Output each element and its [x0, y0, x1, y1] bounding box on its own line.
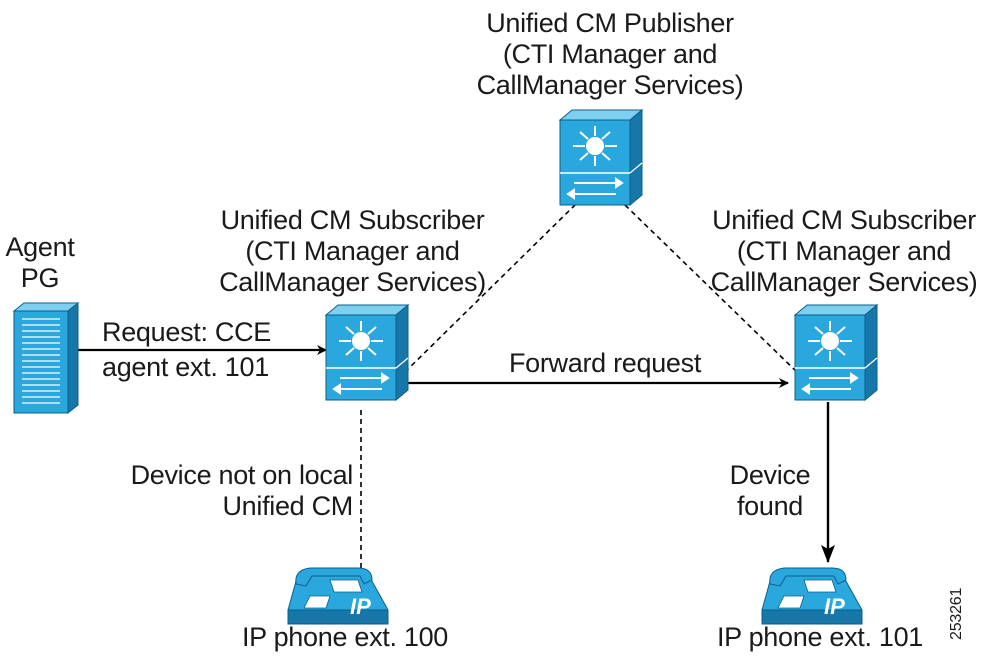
subscriber-right-title: Unified CM Subscriber [712, 205, 976, 235]
subscriber-left-switch-icon [325, 304, 409, 401]
publisher-line3: CallManager Services) [476, 70, 744, 100]
request-line1: Request: CCE [102, 317, 271, 347]
publisher-line2: (CTI Manager and [502, 39, 718, 69]
device-found-line1: Device [729, 460, 811, 490]
ip-phone-right-icon [761, 567, 863, 625]
subscriber-right-label: Unified CM Subscriber (CTI Manager and C… [693, 205, 995, 298]
device-found-line2: found [736, 491, 804, 521]
agent-pg-line1: Agent [5, 232, 75, 262]
agent-pg-line2: PG [20, 263, 60, 293]
subscriber-left-title: Unified CM Subscriber [220, 205, 485, 235]
dashed-link-left-to-publisher [404, 204, 576, 373]
agent-pg-server-icon [12, 301, 80, 415]
phone-left-label: IP phone ext. 100 [241, 622, 449, 652]
ip-phone-left-icon [287, 567, 389, 625]
ip-badge-right: IP [824, 594, 845, 619]
forward-request-label: Forward request [508, 348, 702, 378]
publisher-title: Unified CM Publisher [486, 8, 734, 38]
request-line2: agent ext. 101 [102, 352, 269, 382]
device-not-local-line2: Unified CM [222, 491, 353, 521]
device-found-label: Device found [720, 460, 820, 522]
phone-right-label: IP phone ext. 101 [716, 622, 924, 652]
subscriber-left-line3: CallManager Services) [219, 267, 486, 297]
device-not-local-line1: Device not on local [130, 460, 354, 490]
subscriber-right-switch-icon [794, 304, 878, 401]
request-label: Request: CCE agent ext. 101 [102, 317, 271, 383]
subscriber-right-line2: (CTI Manager and [736, 236, 952, 266]
device-not-local-label: Device not on local Unified CM [100, 460, 354, 522]
agent-pg-label: Agent PG [0, 232, 80, 294]
subscriber-left-line2: (CTI Manager and [245, 236, 460, 266]
publisher-switch-icon [559, 109, 643, 206]
publisher-label: Unified CM Publisher (CTI Manager and Ca… [460, 8, 760, 101]
subscriber-left-label: Unified CM Subscriber (CTI Manager and C… [200, 205, 505, 298]
subscriber-right-line3: CallManager Services) [710, 267, 978, 297]
figure-id: 253261 [948, 587, 965, 640]
dashed-link-publisher-to-right [624, 204, 801, 376]
ip-badge-left: IP [350, 594, 371, 619]
